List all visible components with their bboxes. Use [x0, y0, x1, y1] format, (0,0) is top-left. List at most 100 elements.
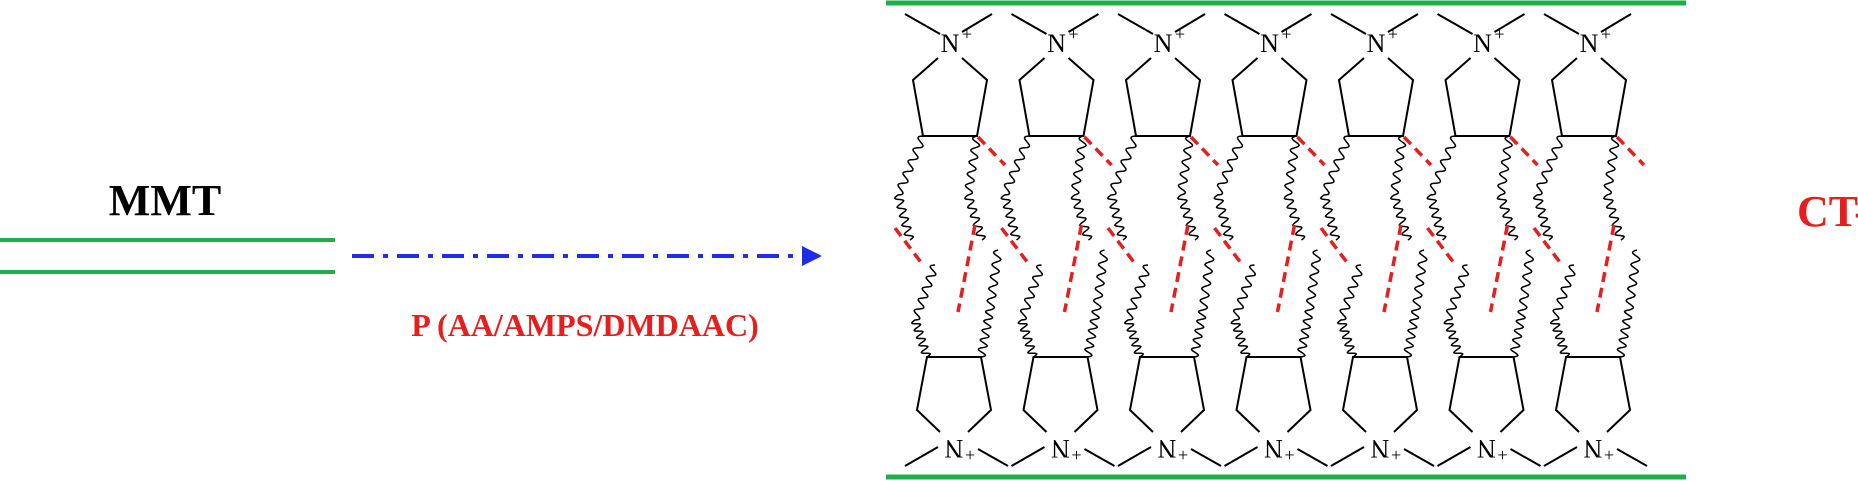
- top-pyrrolidine-ring: [1018, 57, 1095, 137]
- bottom-charge: +: [1178, 445, 1188, 465]
- bottom-left-chain: [910, 264, 937, 358]
- top-pyrrolidine-ring: [1231, 57, 1308, 137]
- interaction-bond: [1106, 226, 1138, 267]
- bottom-pyrrolidine-ring: [1235, 356, 1312, 433]
- top-charge: +: [1388, 24, 1398, 44]
- interaction-bond: [1532, 226, 1564, 267]
- top-nitrogen: N: [1047, 29, 1066, 58]
- top-charge: +: [962, 24, 972, 44]
- top-nitrogen: N: [1473, 29, 1492, 58]
- bottom-pyrrolidine-ring: [1128, 356, 1206, 433]
- ct5-label: CT-5: [1797, 187, 1858, 236]
- bottom-methyl-bonds: [1330, 446, 1435, 467]
- polymer-label: P (AA/AMPS/DMDAAC): [411, 307, 759, 343]
- interaction-bond: [1169, 224, 1190, 313]
- top-charge: +: [1068, 24, 1078, 44]
- top-methyl-bonds: [1011, 13, 1100, 35]
- bottom-pyrrolidine-ring: [1554, 356, 1632, 433]
- bottom-left-chain: [1123, 264, 1150, 358]
- top-left-chain: [1319, 135, 1350, 241]
- top-nitrogen: N: [1260, 29, 1279, 58]
- bottom-right-chain: [1510, 249, 1535, 358]
- top-left-chain: [1532, 135, 1563, 241]
- top-right-chain: [1496, 135, 1519, 241]
- top-pyrrolidine-ring: [1124, 57, 1202, 137]
- bottom-pyrrolidine-ring: [1448, 356, 1525, 433]
- top-pyrrolidine-ring: [1550, 57, 1628, 137]
- bottom-left-chain: [1443, 264, 1470, 358]
- ammonium-unit: N+N+: [1213, 13, 1328, 467]
- bottom-methyl-bonds: [1543, 446, 1648, 467]
- top-charge: +: [1494, 24, 1504, 44]
- interaction-bond: [1509, 135, 1539, 167]
- interaction-bond: [956, 224, 977, 313]
- top-nitrogen: N: [1367, 29, 1386, 58]
- bottom-methyl-bonds: [1437, 446, 1541, 467]
- interaction-bond: [1296, 135, 1326, 167]
- ammonium-unit: N+N+: [1532, 13, 1648, 467]
- top-methyl-bonds: [1224, 13, 1313, 35]
- ammonium-unit: N+N+: [1000, 13, 1115, 467]
- top-methyl-bonds: [1330, 13, 1419, 35]
- interaction-bond: [893, 226, 925, 267]
- bottom-pyrrolidine-ring: [1341, 356, 1419, 433]
- bottom-left-chain: [1336, 264, 1363, 358]
- bottom-nitrogen: N: [944, 434, 963, 463]
- top-nitrogen: N: [941, 29, 960, 58]
- top-right-chain: [1070, 135, 1093, 241]
- top-charge: +: [1601, 24, 1611, 44]
- bottom-left-chain: [1230, 264, 1257, 358]
- bottom-nitrogen: N: [1157, 434, 1176, 463]
- interaction-bond: [1000, 226, 1031, 267]
- top-nitrogen: N: [1154, 29, 1173, 58]
- top-charge: +: [1175, 24, 1185, 44]
- interaction-bond: [1382, 224, 1403, 313]
- top-left-chain: [893, 135, 924, 241]
- bottom-nitrogen: N: [1583, 434, 1602, 463]
- bottom-left-chain: [1017, 264, 1044, 358]
- bottom-methyl-bonds: [1224, 446, 1328, 467]
- interaction-bond: [1083, 135, 1113, 167]
- bottom-charge: +: [1284, 445, 1294, 465]
- bottom-methyl-bonds: [1117, 446, 1222, 467]
- interaction-bond: [1426, 226, 1457, 267]
- bottom-nitrogen: N: [1051, 434, 1070, 463]
- bottom-pyrrolidine-ring: [1022, 356, 1099, 433]
- ammonium-unit: N+N+: [1319, 13, 1435, 467]
- bottom-left-chain: [1549, 264, 1576, 358]
- bottom-pyrrolidine-ring: [915, 356, 993, 433]
- interaction-bond: [1595, 224, 1616, 313]
- bottom-right-chain: [1297, 249, 1322, 358]
- ammonium-unit: N+N+: [1106, 13, 1222, 467]
- mmt-label: MMT: [109, 176, 221, 225]
- interaction-bond: [1275, 224, 1297, 313]
- bottom-nitrogen: N: [1370, 434, 1389, 463]
- top-right-chain: [1603, 135, 1625, 241]
- interaction-bond: [1062, 224, 1084, 313]
- interaction-bond: [976, 135, 1007, 167]
- reaction-arrow-head: [802, 246, 822, 266]
- top-pyrrolidine-ring: [1444, 57, 1521, 137]
- top-right-chain: [964, 135, 986, 241]
- bottom-charge: +: [965, 445, 975, 465]
- intercalated-units: N+N+N+N+N+N+N+N+N+N+N+N+N+N+: [893, 13, 1648, 467]
- top-right-chain: [1283, 135, 1306, 241]
- bottom-nitrogen: N: [1477, 434, 1496, 463]
- interaction-bond: [1213, 226, 1244, 267]
- top-left-chain: [1106, 135, 1137, 241]
- bottom-right-chain: [977, 249, 1002, 358]
- bottom-charge: +: [1071, 445, 1081, 465]
- top-right-chain: [1177, 135, 1199, 241]
- top-right-chain: [1390, 135, 1412, 241]
- top-methyl-bonds: [1543, 13, 1632, 35]
- interaction-bond: [1488, 224, 1510, 313]
- top-nitrogen: N: [1580, 29, 1599, 58]
- top-charge: +: [1281, 24, 1291, 44]
- bottom-charge: +: [1497, 445, 1507, 465]
- top-pyrrolidine-ring: [911, 57, 989, 137]
- bottom-methyl-bonds: [1011, 446, 1115, 467]
- interaction-bond: [1189, 135, 1220, 167]
- bottom-nitrogen: N: [1264, 434, 1283, 463]
- interaction-bond: [1319, 226, 1351, 267]
